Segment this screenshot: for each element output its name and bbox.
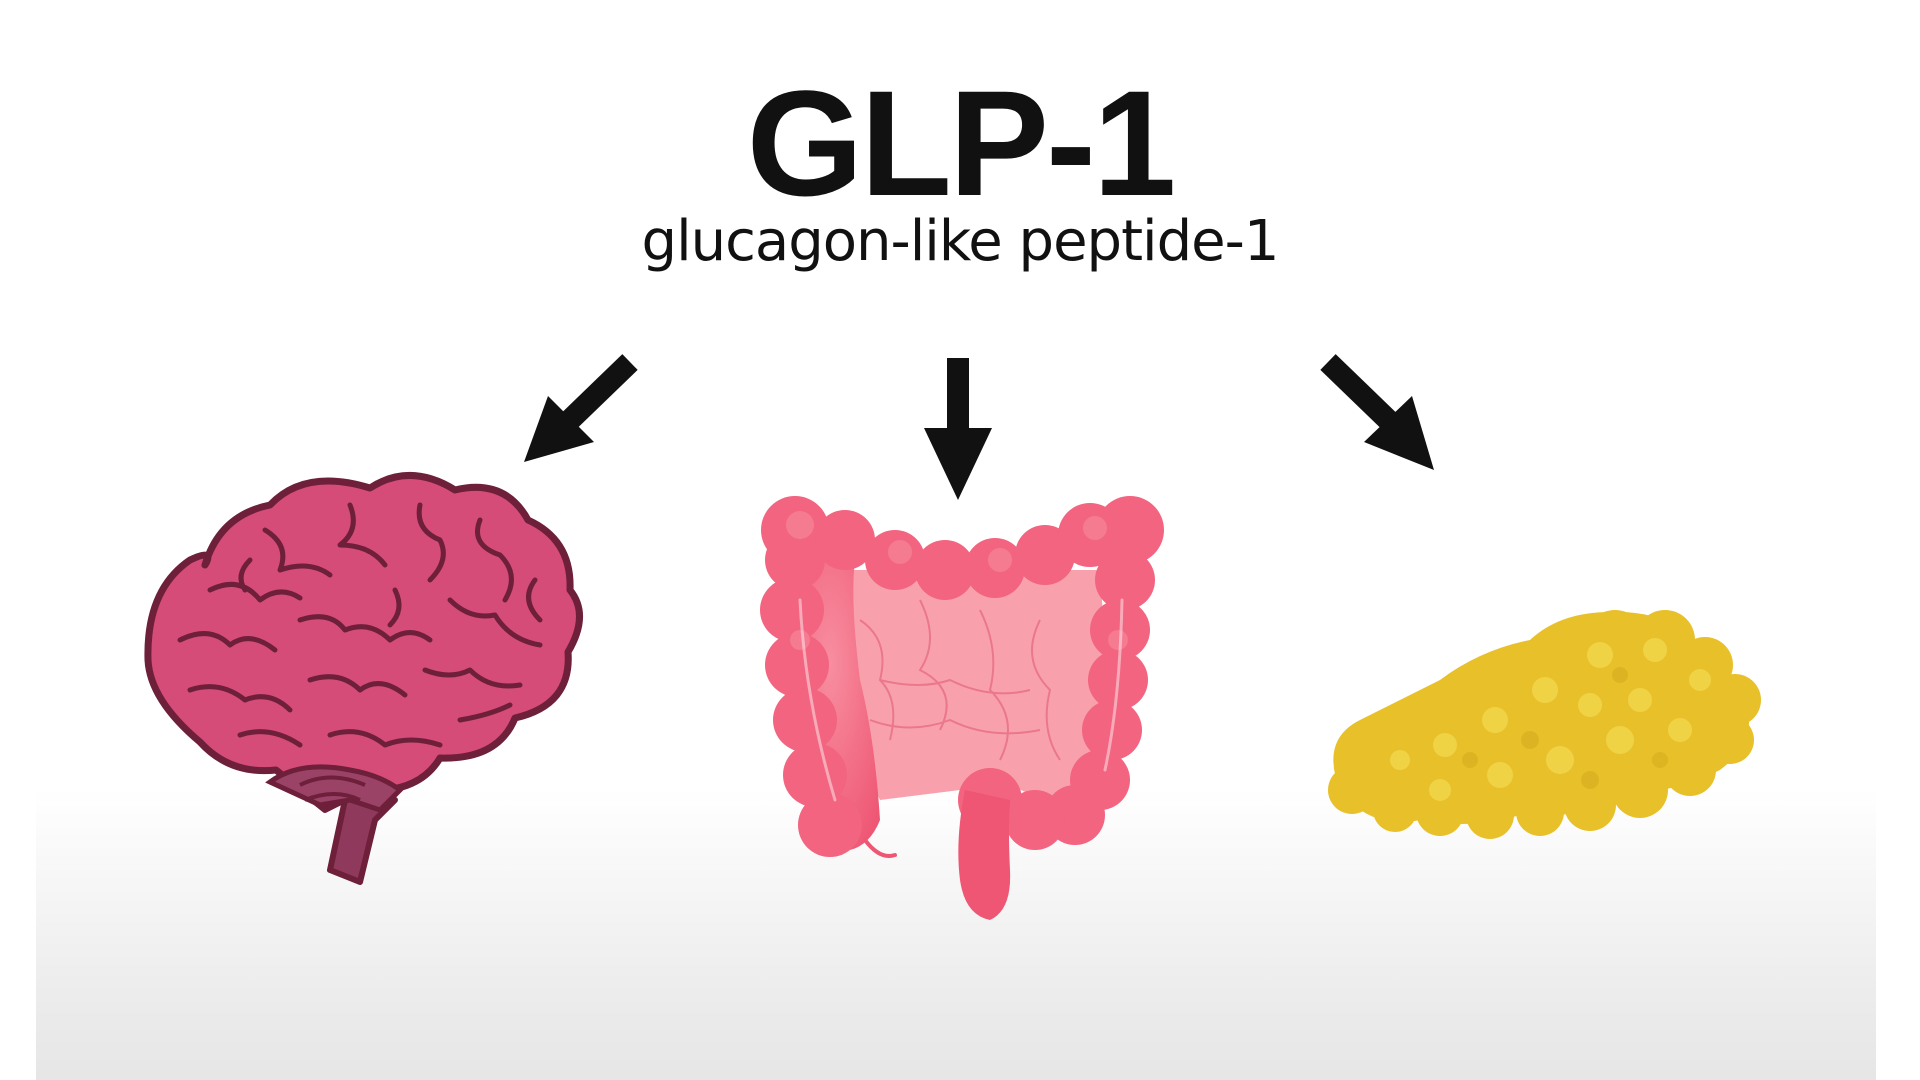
intestines-icon [760, 496, 1164, 920]
pancreas-icon [1328, 610, 1761, 839]
arrow-down-right-icon [1320, 354, 1434, 470]
diagram-title: GLP-1 [746, 59, 1177, 227]
brain-icon [144, 472, 583, 885]
arrow-down-icon [924, 358, 992, 500]
diagram-subtitle: glucagon-like peptide-1 [641, 209, 1280, 274]
arrow-down-left-icon [524, 354, 638, 462]
